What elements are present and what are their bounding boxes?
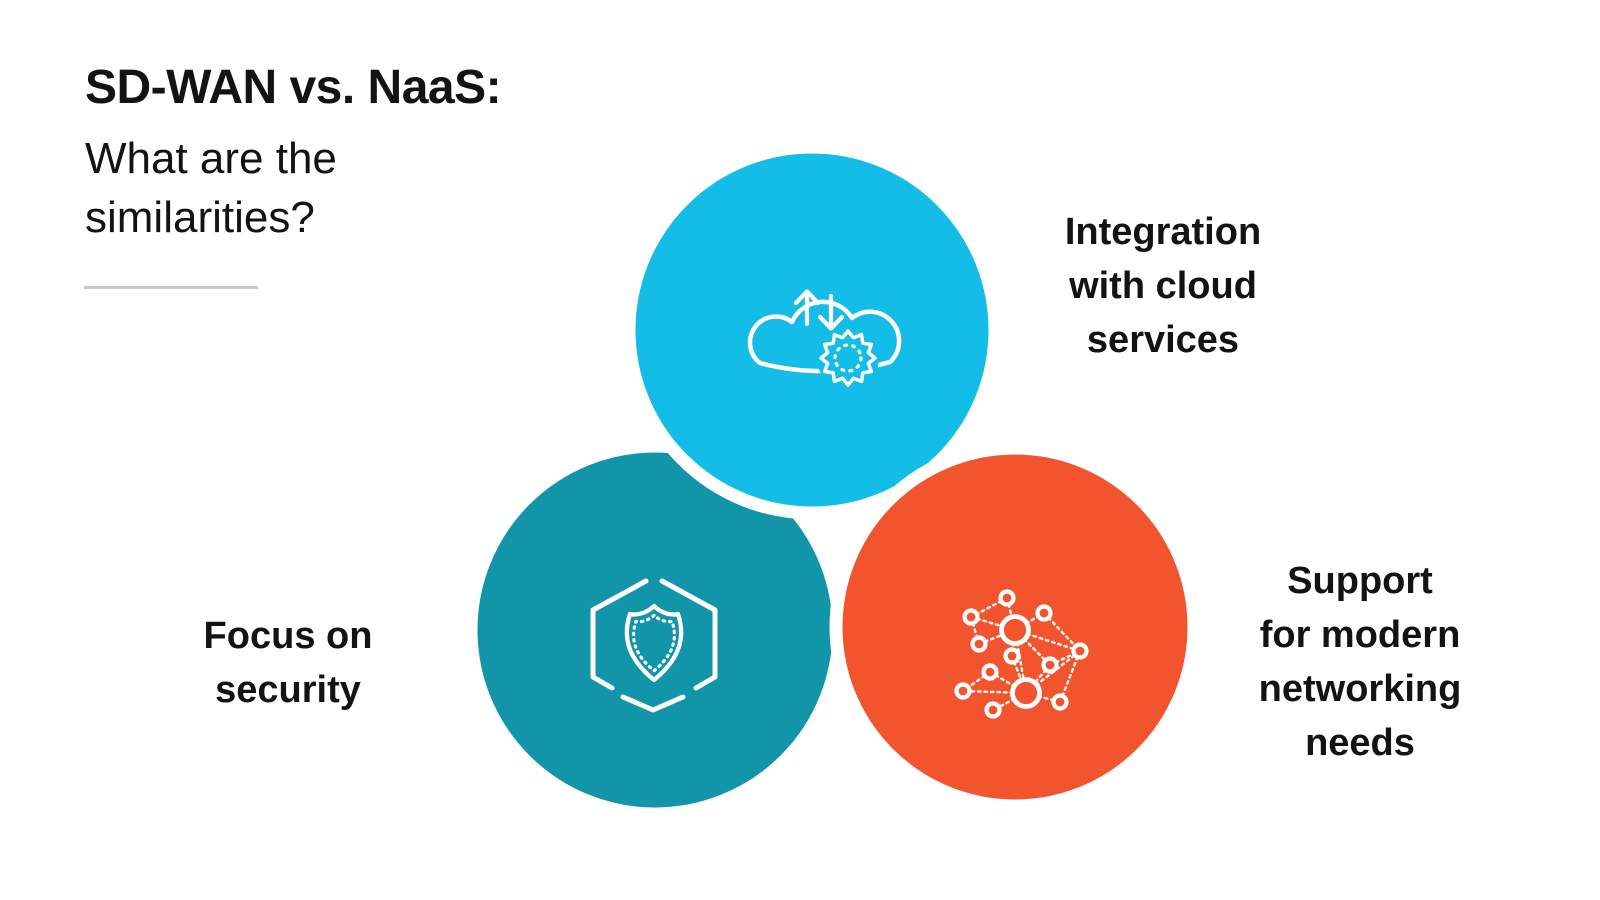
shield-outline: [624, 603, 684, 683]
cloud-outline: [747, 299, 902, 374]
title-block: SD-WAN vs. NaaS: What are the similariti…: [85, 60, 502, 247]
title-divider: [84, 286, 258, 289]
label-network: Support for modern networking needs: [1258, 560, 1462, 764]
network-hub-nodes: [999, 614, 1042, 709]
download-arrow-icon: [817, 293, 845, 331]
gear-icon: [817, 327, 879, 389]
cloud-sync-gear-icon: [747, 289, 902, 389]
gear-teeth: [819, 329, 877, 387]
shield-hexagon-icon: [590, 578, 718, 713]
network-small-nodes: [954, 589, 1089, 719]
hexagon-outline: [590, 578, 718, 713]
gear-dotted-core: [833, 343, 863, 373]
circle-cloud: [622, 140, 1002, 520]
label-cloud-services: Integration with cloud services: [1064, 211, 1262, 361]
network-nodes-icon: [954, 589, 1089, 719]
shield-dotted-inner: [632, 613, 676, 673]
upload-arrow-icon: [793, 289, 821, 327]
label-security: Focus on security: [203, 615, 373, 711]
page-title: SD-WAN vs. NaaS:: [85, 61, 502, 114]
page-subtitle: What are the similarities?: [85, 134, 337, 242]
